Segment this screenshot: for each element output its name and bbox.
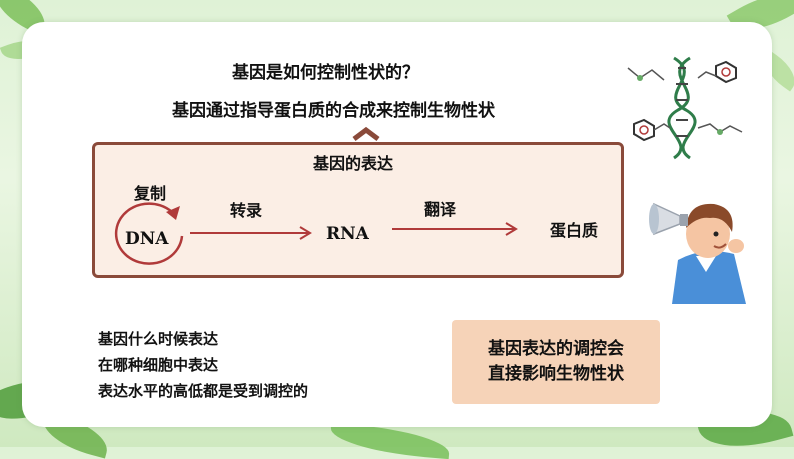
conclusion-box: 基因表达的调控会 直接影响生物性状 [452,320,660,404]
rna-label: RNA [326,224,369,244]
process-title: 基因的表达 [313,154,394,173]
transcription-arrow [190,226,312,240]
megaphone-boy-illustration [649,202,746,304]
translation-arrow [392,222,518,236]
transcription-label: 转录 [230,201,263,220]
dna-molecule-illustration [627,56,743,160]
note-line: 基因什么时候表达 [98,330,219,348]
leaf-decoration [329,422,451,459]
conclusion-line-2: 直接影响生物性状 [488,364,624,384]
replication-arrow [114,202,184,265]
conclusion-line-1: 基因表达的调控会 [488,339,624,360]
protein-label: 蛋白质 [550,221,599,240]
question-heading: 基因是如何控制性状的？ [232,63,419,83]
note-line: 表达水平的高低都是受到调控的 [98,382,309,400]
note-line: 在哪种细胞中表达 [98,356,219,374]
gene-expression-box [92,142,624,278]
dna-label: DNA [125,229,169,249]
subtitle: 基因通过指导蛋白质的合成来控制生物性状 [172,101,495,121]
replication-label: 复制 [134,184,167,203]
chevron-up-icon [352,126,380,141]
translation-label: 翻译 [424,200,457,219]
